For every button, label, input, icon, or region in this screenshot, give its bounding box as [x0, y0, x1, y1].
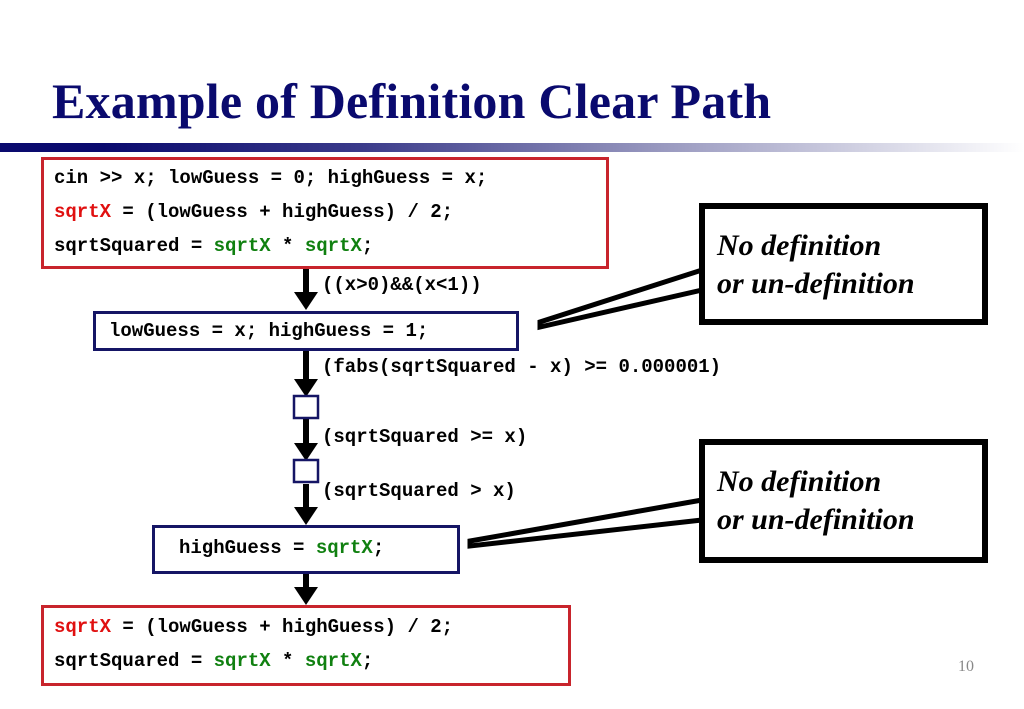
code-line-1: cin >> x; lowGuess = 0; highGuess = x;: [54, 167, 488, 189]
code-block-redefinitions: sqrtX = (lowGuess + highGuess) / 2; sqrt…: [41, 605, 571, 686]
used-var: sqrtX: [304, 650, 362, 672]
condition-label-4: (sqrtSquared > x): [322, 480, 516, 502]
code-line: highGuess = sqrtX;: [179, 537, 385, 559]
arrow-head-5: [294, 587, 318, 605]
callout-line-2: or un-definition: [717, 267, 915, 300]
arrow-head-3: [294, 443, 318, 461]
code-block-definitions: cin >> x; lowGuess = 0; highGuess = x; s…: [41, 157, 609, 269]
used-var: sqrtX: [213, 235, 271, 257]
code-line-2: sqrtSquared = sqrtX * sqrtX;: [54, 650, 374, 672]
code-line: lowGuess = x; highGuess = 1;: [109, 320, 429, 342]
code-line-3: sqrtSquared = sqrtX * sqrtX;: [54, 235, 374, 257]
defined-var: sqrtX: [54, 201, 112, 223]
callout-line-1: No definition: [717, 465, 882, 498]
callout-no-definition-2: No definition or un-definition: [699, 439, 988, 563]
arrow-head-4: [294, 507, 318, 525]
callout-pointer-1: [537, 266, 705, 331]
used-var: sqrtX: [315, 537, 373, 559]
used-var: sqrtX: [304, 235, 362, 257]
code-block-high-guess: highGuess = sqrtX;: [152, 525, 460, 574]
code-line-1: sqrtX = (lowGuess + highGuess) / 2;: [54, 616, 454, 638]
arrow-head-2: [294, 379, 318, 397]
page-title: Example of Definition Clear Path: [52, 73, 772, 129]
condition-label-1: ((x>0)&&(x<1)): [322, 274, 482, 296]
decision-node-1: [292, 394, 320, 420]
defined-var: sqrtX: [54, 616, 112, 638]
code-line-2: sqrtX = (lowGuess + highGuess) / 2;: [54, 201, 454, 223]
arrow-head-1: [294, 292, 318, 310]
decision-node-2: [292, 458, 320, 484]
callout-pointer-2: [467, 497, 705, 549]
condition-label-2: (fabs(sqrtSquared - x) >= 0.000001): [322, 356, 722, 378]
code-block-low-high: lowGuess = x; highGuess = 1;: [93, 311, 519, 351]
page-number: 10: [958, 658, 974, 675]
callout-line-2: or un-definition: [717, 503, 915, 536]
callout-no-definition-1: No definition or un-definition: [699, 203, 988, 325]
callout-line-1: No definition: [717, 229, 882, 262]
title-underline: [0, 143, 1024, 152]
condition-label-3: (sqrtSquared >= x): [322, 426, 528, 448]
used-var: sqrtX: [213, 650, 271, 672]
